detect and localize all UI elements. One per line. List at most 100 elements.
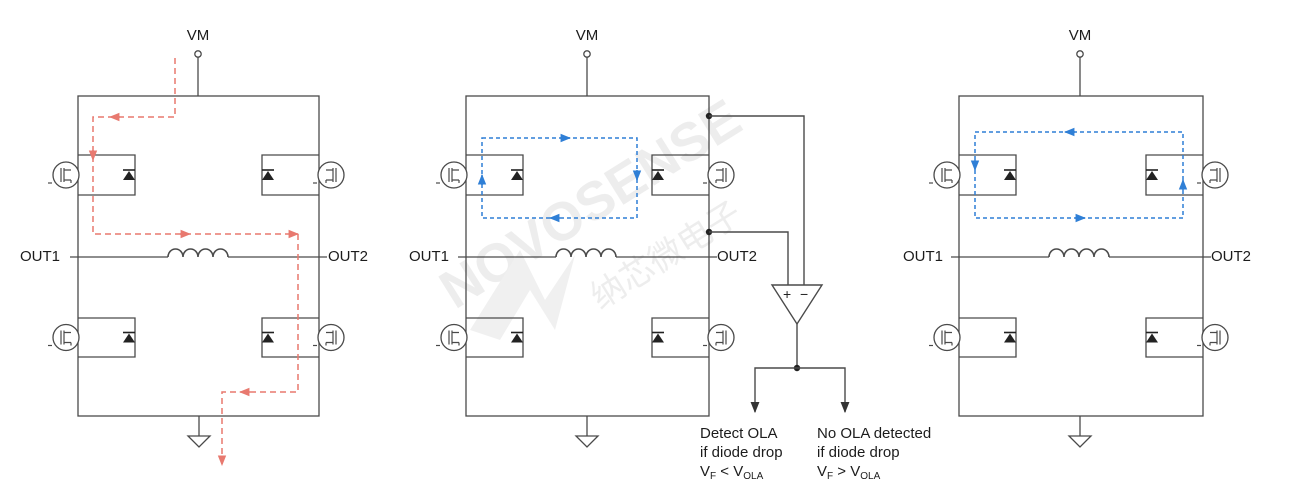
comparator-triangle [770,284,824,326]
switch-bracket [651,317,709,358]
diode-icon [1004,171,1016,180]
panel2-vm-label: VM [575,27,599,44]
mosfet-inner-icon [1209,168,1221,183]
mosfet-body-icon [317,161,345,189]
mosfet-inner-icon [1209,330,1221,346]
diode-icon [1004,333,1016,343]
ground-symbol [1067,416,1093,448]
diode-icon [511,333,523,343]
switch-bracket [466,317,524,358]
panel3-out1-label: OUT1 [903,248,944,265]
ground-symbol [186,416,212,448]
vm-terminal [583,50,591,58]
high-side-right-switch [651,154,735,196]
switch-bracket [261,154,319,196]
mosfet-body-icon [707,323,735,352]
comparator-circuit: + − [705,112,850,414]
low-side-right-switch [1145,317,1229,358]
panel1-out2-label: OUT2 [328,248,369,265]
current-loop-panel2 [477,133,642,223]
low-side-right-switch [261,317,345,358]
high-side-left-switch [48,154,136,196]
novosense-watermark: NOVOSENSE 纳芯微电子 [430,88,751,340]
red-path-upper [92,58,300,239]
current-loop-panel3 [970,127,1188,223]
mosfet-icon [436,161,468,189]
vm-terminal [194,50,202,58]
mosfet-icon [436,323,468,352]
mosfet-inner-icon [941,330,953,346]
panel3-out2-label: OUT2 [1211,248,1252,265]
diode-icon [1146,171,1158,180]
outcome1-line1: Detect OLA [700,425,778,442]
h-bridge-panel-1 [48,50,345,448]
mosfet-body-icon [440,161,468,189]
red-path-lower [217,234,299,467]
mosfet-body-icon [933,323,961,352]
switch-bracket [959,317,1017,358]
mosfet-icon [929,323,961,352]
panel1-vm-label: VM [186,27,210,44]
high-side-right-switch [261,154,345,196]
switch-bracket [959,154,1017,196]
switch-bracket [1145,154,1203,196]
diode-icon [1146,333,1158,343]
mosfet-icon [313,323,345,352]
mosfet-inner-icon [325,168,337,183]
comparator-plus-sign: + [783,286,791,302]
mosfet-body-icon [707,161,735,189]
switch-bracket [78,317,136,358]
panel2-out1-label: OUT1 [409,248,450,265]
mosfet-body-icon [933,161,961,189]
mosfet-inner-icon [715,330,727,346]
inductor-icon [555,248,617,258]
mosfet-icon [1197,161,1229,189]
mosfet-inner-icon [448,168,460,183]
inductor-icon [167,248,229,258]
mosfet-body-icon [52,161,80,189]
outcome-no-ola: No OLA detected if diode drop VF > VOLA [817,424,931,486]
mosfet-body-icon [1201,323,1229,352]
outcome1-condition: VF < VOLA [700,463,764,482]
mosfet-inner-icon [60,330,72,346]
ground-icon [186,435,212,448]
switch-bracket [651,154,709,196]
mosfet-body-icon [1201,161,1229,189]
ground-icon [1067,435,1093,448]
output-left-branch [750,367,797,414]
mosfet-icon [48,161,80,189]
output-right-branch [797,367,850,414]
switch-bracket [1145,317,1203,358]
inductor-icon [1048,248,1110,258]
panel1-out1-label: OUT1 [20,248,61,265]
mosfet-body-icon [440,323,468,352]
low-side-left-switch [929,317,1017,358]
mosfet-inner-icon [715,168,727,183]
mosfet-inner-icon [448,330,460,346]
switch-bracket [78,154,136,196]
vm-terminal [1076,50,1084,58]
outcome-detect-ola: Detect OLA if diode drop VF < VOLA [700,424,783,486]
mosfet-inner-icon [941,168,953,183]
high-side-left-switch [929,154,1017,196]
outcome2-line1: No OLA detected [817,425,932,442]
plus-input-wire [709,231,789,285]
low-side-left-switch [48,317,136,358]
panel3-vm-label: VM [1068,27,1092,44]
outcome1-line2: if diode drop [700,444,783,461]
low-side-right-switch [651,317,735,358]
high-side-right-switch [1145,154,1229,196]
mosfet-icon [703,161,735,189]
outcome2-line2: if diode drop [817,444,900,461]
mosfet-icon [48,323,80,352]
mosfet-icon [929,161,961,189]
mosfet-icon [313,161,345,189]
h-bridge-panel-2 [436,50,735,448]
ground-symbol [574,416,600,448]
mosfet-inner-icon [325,330,337,346]
diode-icon [652,171,664,180]
mosfet-icon [1197,323,1229,352]
bridge-frame [958,95,1204,417]
current-path-panel1 [88,58,300,467]
